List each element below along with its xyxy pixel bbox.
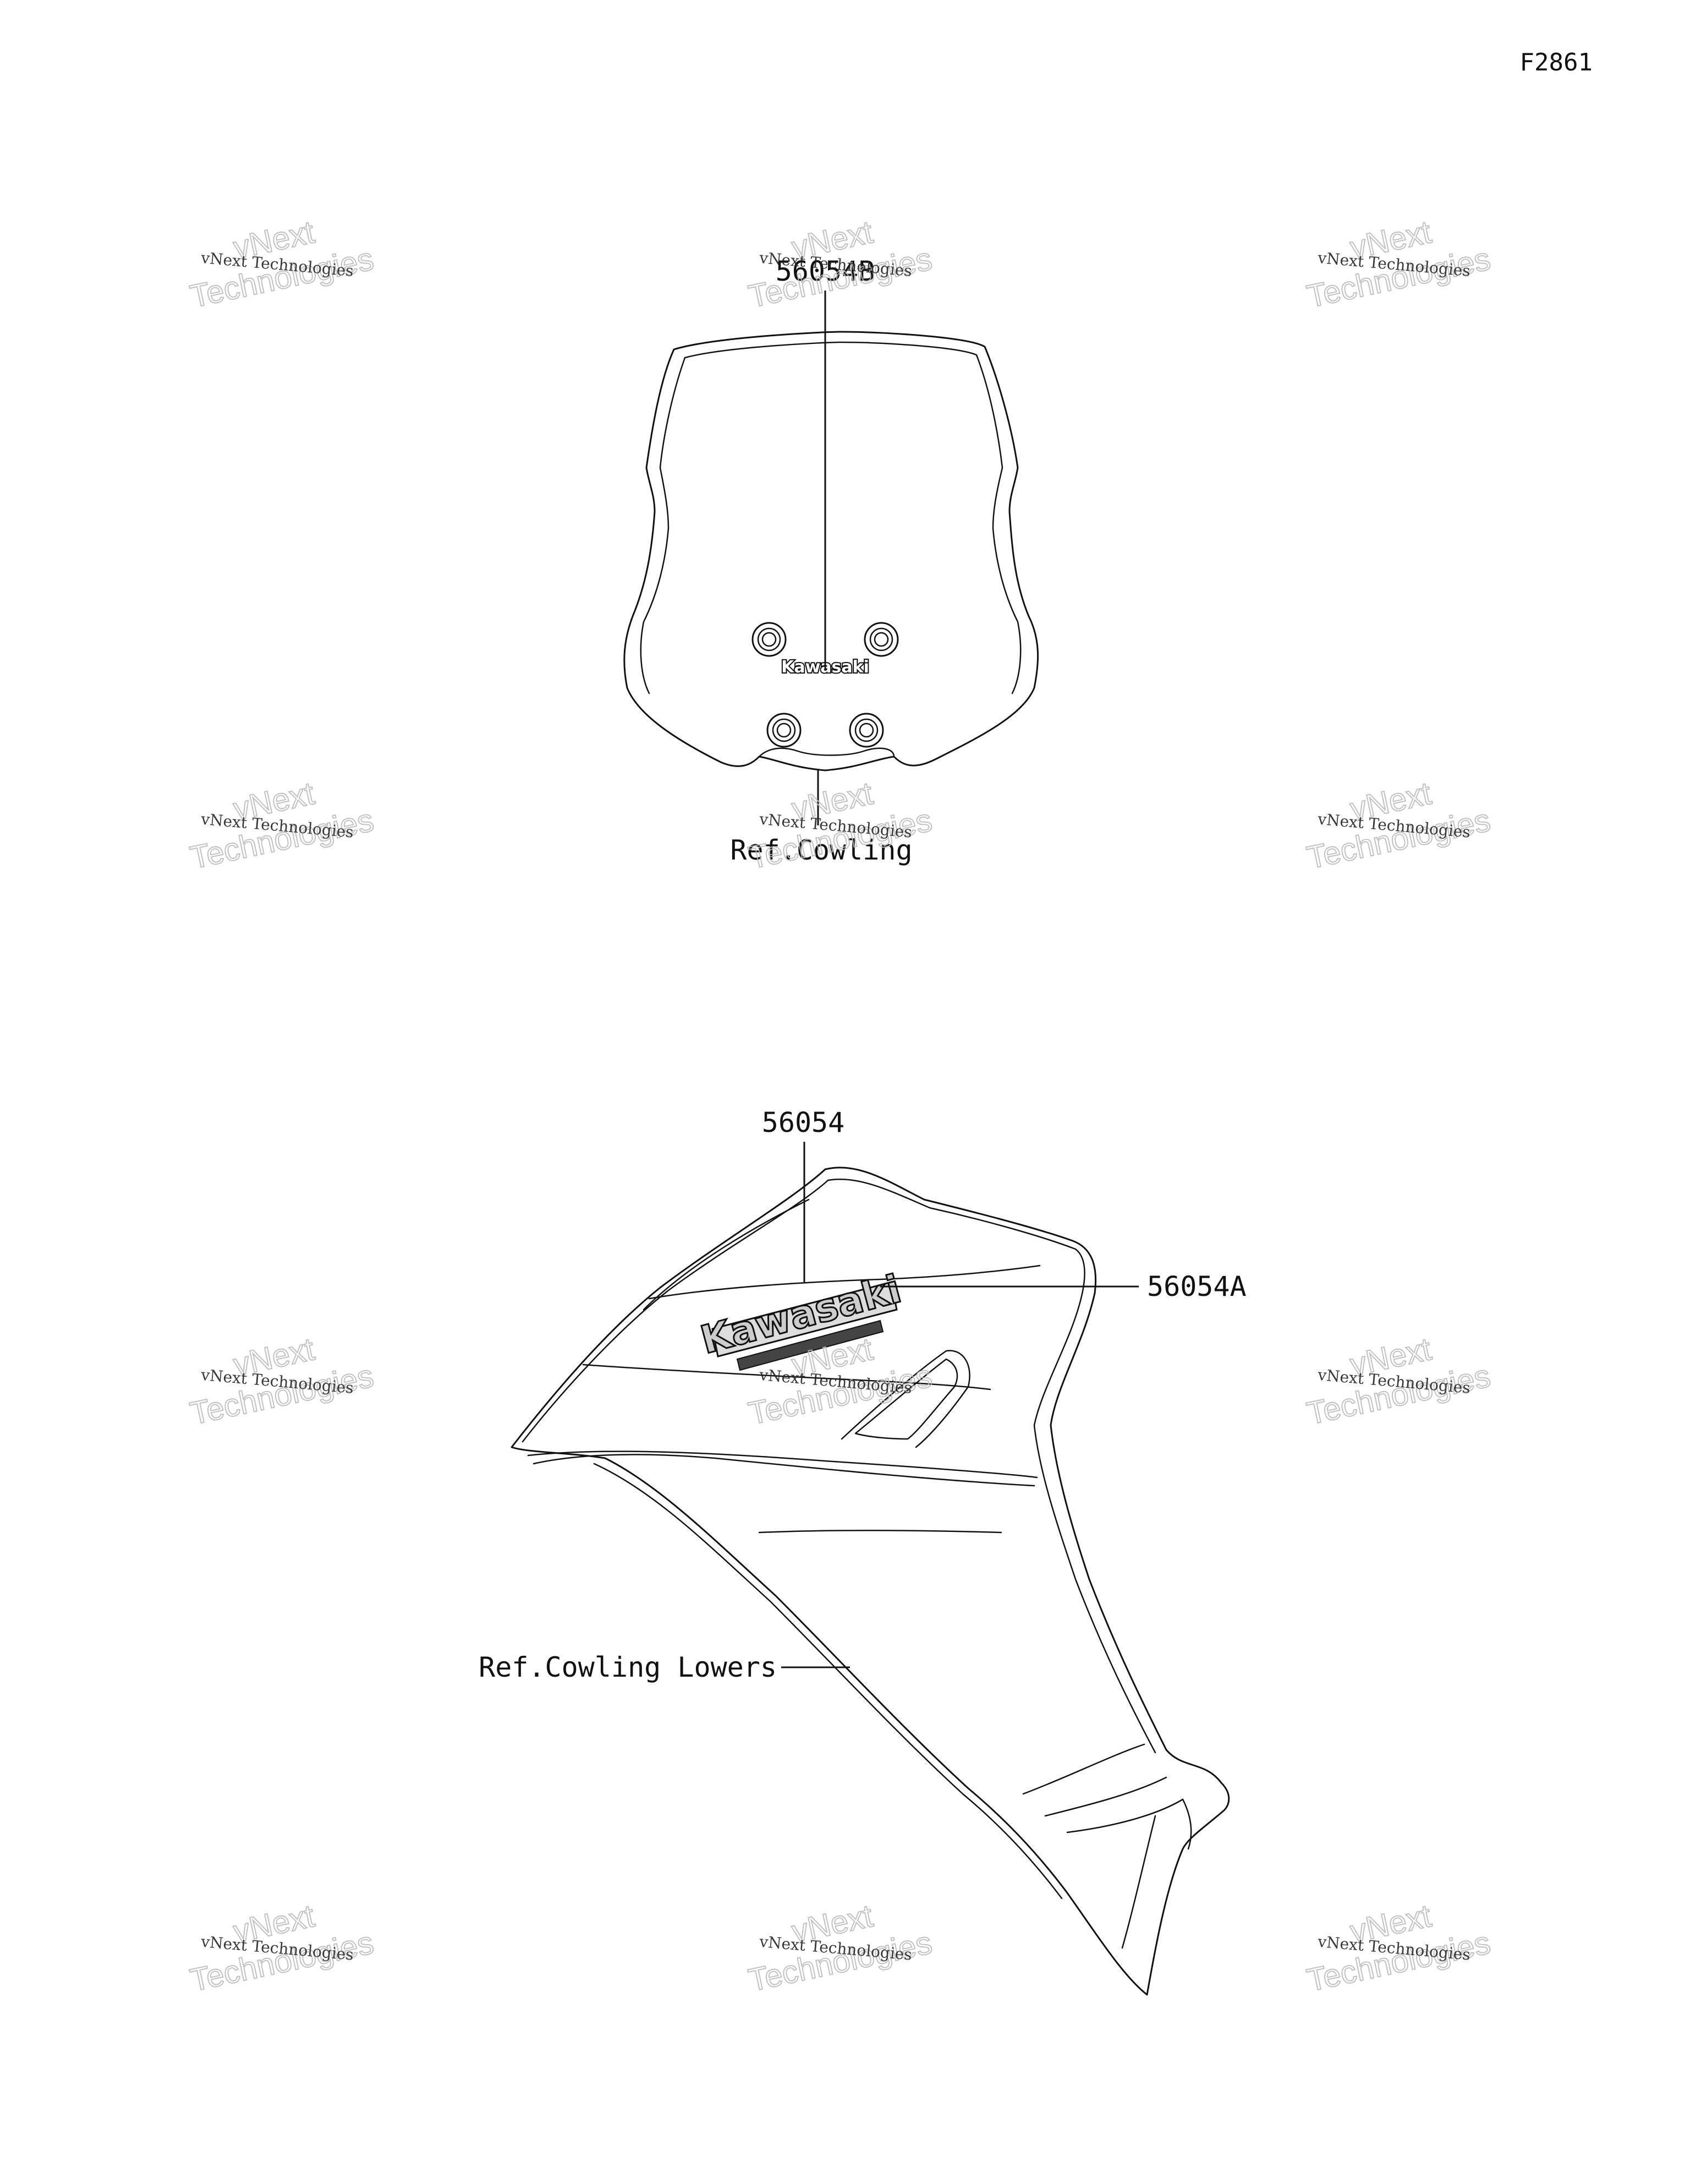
bolt-hole-icon xyxy=(864,622,899,657)
watermark: vNext Technologies vNext Technologies xyxy=(1303,1897,1494,1999)
bolt-hole-icon xyxy=(849,713,884,748)
watermark: vNext Technologies vNext Technologies xyxy=(1303,214,1494,315)
bolt-hole-icon xyxy=(751,622,787,657)
ref-cowling-label: Ref.Cowling xyxy=(730,834,912,866)
watermark: vNext Technologies vNext Technologies xyxy=(745,1897,936,1999)
windshield-drawing: Kawasaki xyxy=(623,331,1039,771)
watermark: vNext Technologies vNext Technologies xyxy=(186,1897,377,1999)
bolt-hole-icon xyxy=(766,713,802,748)
ref-cowling-lowers-label: Ref.Cowling Lowers xyxy=(479,1651,777,1683)
part-number-56054A: 56054A xyxy=(1147,1271,1247,1302)
part-number-56054: 56054 xyxy=(762,1107,845,1138)
watermark: vNext Technologies vNext Technologies xyxy=(745,214,936,315)
watermark: vNext Technologies vNext Technologies xyxy=(745,1331,936,1432)
figure-number: F2861 xyxy=(1520,48,1593,76)
watermark: vNext Technologies vNext Technologies xyxy=(186,1331,377,1432)
watermark: vNext Technologies vNext Technologies xyxy=(1303,1331,1494,1432)
watermark: vNext Technologies vNext Technologies xyxy=(186,775,377,877)
cowling-lowers-drawing: Kawasaki xyxy=(511,1167,1230,1996)
watermark: vNext Technologies vNext Technologies xyxy=(186,214,377,315)
part-number-56054B: 56054B xyxy=(776,255,875,287)
watermark: vNext Technologies vNext Technologies xyxy=(1303,775,1494,877)
